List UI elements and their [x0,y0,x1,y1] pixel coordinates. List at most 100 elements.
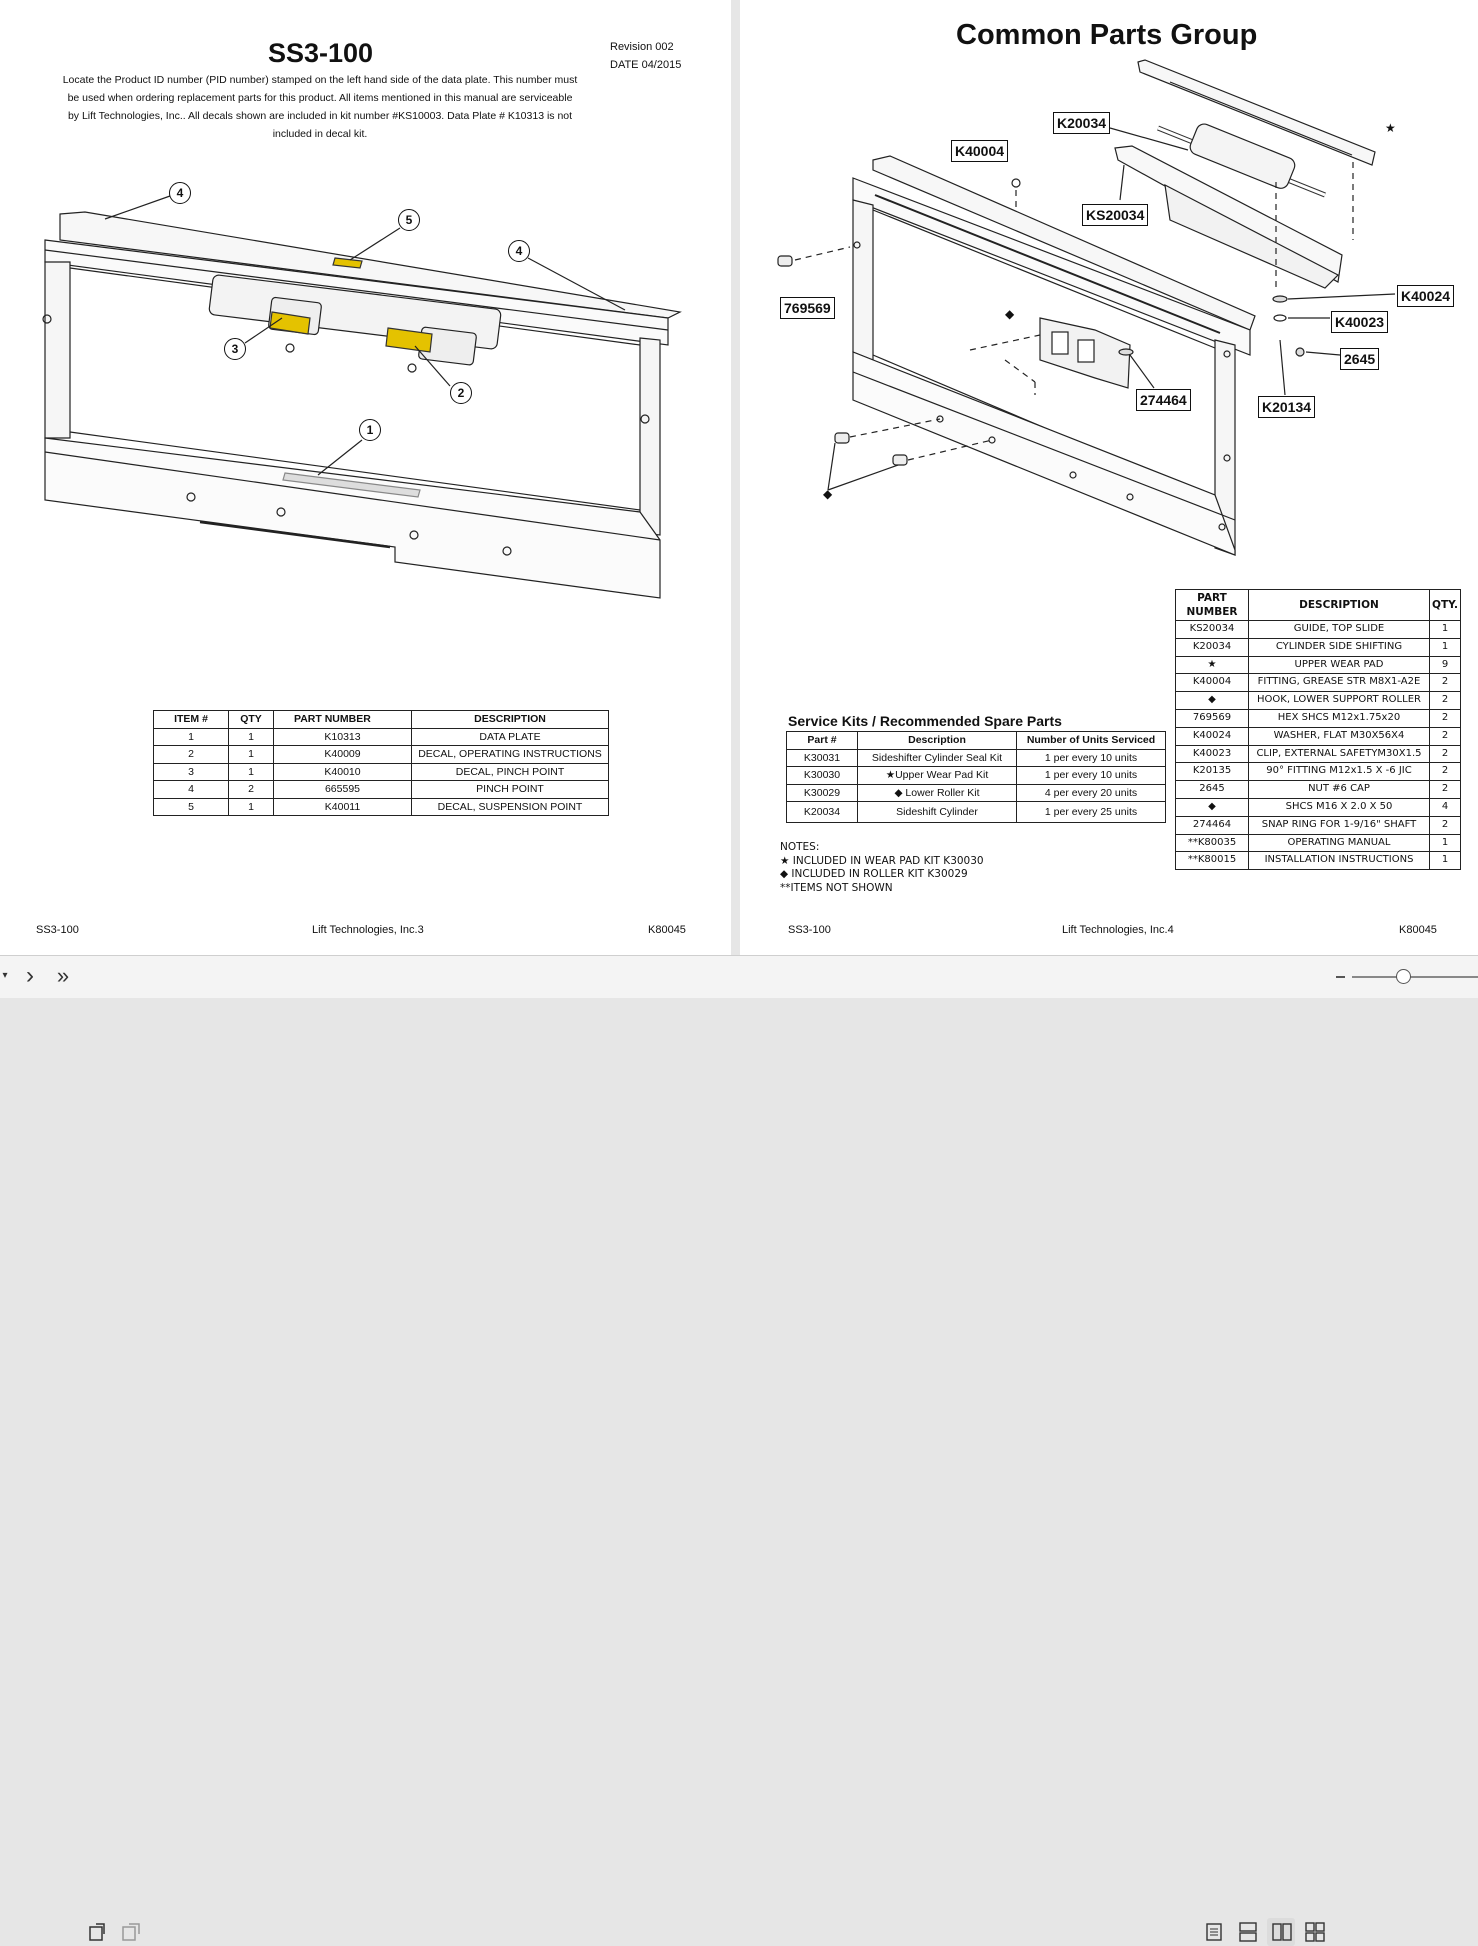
part-label-ks20034: KS20034 [1082,204,1149,226]
table-header-row: Part # Description Number of Units Servi… [786,731,1166,750]
table-cell: ◆ [1175,797,1249,817]
table-cell: **K80035 [1175,833,1249,853]
footer-center: Lift Technologies, Inc.3 [312,924,424,936]
footer-right: K80045 [648,924,686,936]
table-cell: INSTALLATION INSTRUCTIONS [1248,851,1430,871]
callout-data-plate-1: 1 [359,419,381,441]
table-row: 4 2 665595 PINCH POINT [153,780,609,799]
part-label-k40024: K40024 [1397,285,1455,307]
exploded-parts-drawing: ★ ◆ ◆ [777,59,1396,556]
table-cell: 4 [153,780,229,799]
next-page-button[interactable]: › [26,962,34,989]
caret-left-icon[interactable]: ▾ [2,970,8,981]
table-cell: K40010 [273,762,412,781]
table-cell: 769569 [1175,708,1249,728]
table-cell: 1 per every 25 units [1016,801,1166,823]
table-row: K30030 ★Upper Wear Pad Kit 1 per every 1… [786,766,1166,785]
table-cell: 2 [1429,762,1461,782]
table-cell: ◆ Lower Roller Kit [857,783,1017,802]
rotate-page-icon[interactable] [88,1922,108,1942]
footer-left: SS3-100 [788,924,831,936]
table-header: QTY [228,710,274,729]
table-header-row: ITEM # QTY PART NUMBER DESCRIPTION [153,710,609,729]
table-cell: K10313 [273,727,412,746]
table-cell: 2 [228,780,274,799]
footer-right: K80045 [1399,924,1437,936]
table-cell: 2 [1429,726,1461,746]
table-row: K30031 Sideshifter Cylinder Seal Kit 1 p… [786,748,1166,767]
part-label-k40004: K40004 [951,140,1009,162]
zoom-slider-track[interactable] [1352,976,1478,978]
extract-page-icon[interactable] [121,1922,141,1942]
table-header: ITEM # [153,710,229,729]
table-cell: PINCH POINT [411,780,609,799]
table-cell: NUT #6 CAP [1248,780,1430,799]
table-cell: 3 [153,762,229,781]
service-kits-table: Part # Description Number of Units Servi… [786,731,1166,823]
table-cell: ★Upper Wear Pad Kit [857,766,1017,785]
notes-title: NOTES: [780,841,820,853]
table-cell: CLIP, EXTERNAL SAFETYM30X1.5 [1248,744,1430,764]
table-cell: DECAL, PINCH POINT [411,762,609,781]
table-cell: Sideshift Cylinder [857,801,1017,823]
note-line: ◆ INCLUDED IN ROLLER KIT K30029 [780,868,968,880]
table-header: DESCRIPTION [411,710,609,729]
diamond-marker: ◆ [823,487,833,501]
table-cell: WASHER, FLAT M30X56X4 [1248,726,1430,746]
table-cell: 1 per every 10 units [1016,748,1166,767]
zoom-slider-thumb[interactable] [1395,969,1411,984]
last-page-button[interactable]: » [56,963,70,988]
intro-line: Locate the Product ID number (PID number… [62,74,578,86]
table-row: K20034 Sideshift Cylinder 1 per every 25… [786,801,1166,823]
callout-decal-3: 3 [224,338,246,360]
table-cell: 1 [153,727,229,746]
table-cell: Sideshifter Cylinder Seal Kit [857,748,1017,767]
table-header: PART NUMBER [1175,589,1249,621]
table-cell: 4 [1429,797,1461,817]
table-cell: K20135 [1175,762,1249,782]
table-header: Part # [786,731,858,750]
header-number: NUMBER [1186,606,1238,618]
table-header-row: PART NUMBER DESCRIPTION QTY. [1175,589,1461,621]
table-cell: UPPER WEAR PAD [1248,655,1430,675]
continuous-icon[interactable] [1238,1922,1258,1942]
page-title: Common Parts Group [956,19,1258,51]
table-cell: **K80015 [1175,851,1249,871]
table-cell: K30031 [786,748,858,767]
sideshifter-drawing [42,195,682,599]
table-cell: K20034 [786,801,858,823]
table-cell: ★ [1175,655,1249,675]
left-page: SS3-100 Revision 002 DATE 04/2015 Locate… [0,0,731,955]
table-cell: 90° FITTING M12x1.5 X -6 JIC [1248,762,1430,782]
table-cell: 1 [228,762,274,781]
zoom-out-dash[interactable] [1336,976,1345,978]
two-page-continuous-icon[interactable] [1305,1922,1325,1942]
star-marker: ★ [1385,121,1396,135]
table-cell: 9 [1429,655,1461,675]
table-header: PART NUMBER [273,710,412,729]
table-cell: 1 [228,745,274,764]
footer-center: Lift Technologies, Inc.4 [1062,924,1174,936]
table-cell: 1 [228,727,274,746]
table-header: DESCRIPTION [1248,589,1430,621]
table-cell: 5 [153,797,229,816]
single-page-icon[interactable] [1205,1922,1225,1942]
table-cell: K40011 [273,797,412,816]
intro-line: be used when ordering replacement parts … [67,92,573,104]
viewer-toolbar: ▾ › » [0,955,1478,1946]
notes-block: NOTES: ★ INCLUDED IN WEAR PAD KIT K30030… [780,841,984,895]
page-title: SS3-100 [268,38,374,68]
two-page-icon[interactable] [1272,1922,1292,1942]
part-label-k20034: K20034 [1053,112,1111,134]
